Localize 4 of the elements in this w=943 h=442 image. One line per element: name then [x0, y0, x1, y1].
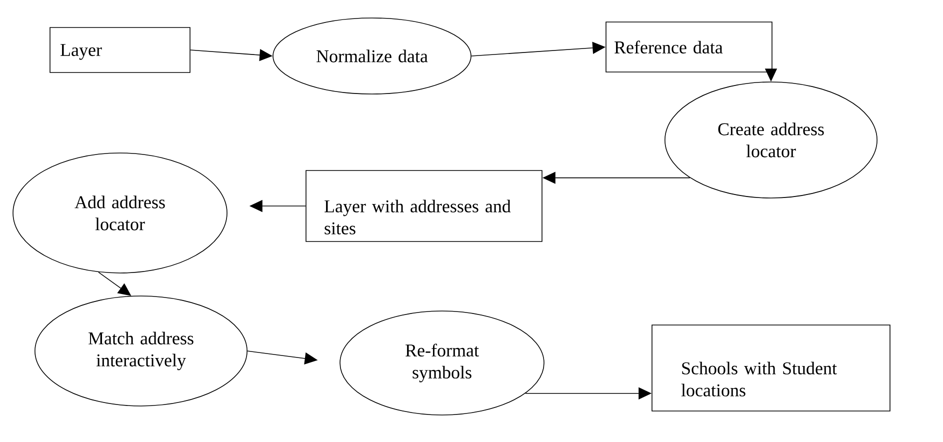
- process-box: Layer: [50, 27, 190, 73]
- process-box: Layer with addresses and sites: [306, 170, 542, 242]
- process-box: Reference data: [606, 22, 772, 72]
- process-box: Schools with Student locations: [652, 324, 890, 412]
